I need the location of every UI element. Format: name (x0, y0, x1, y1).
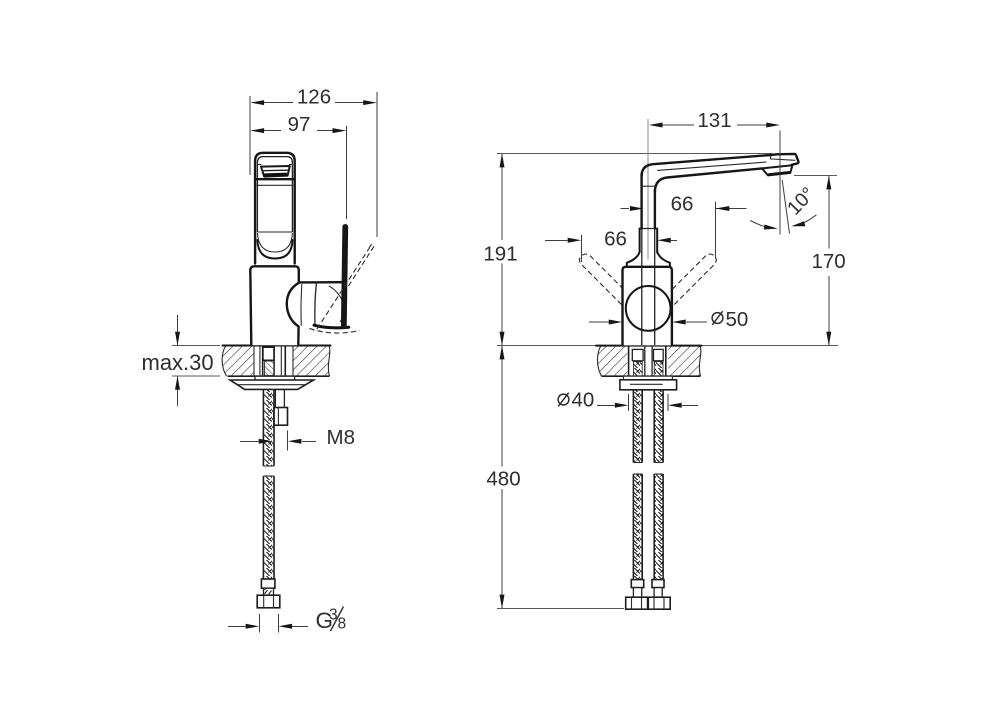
svg-text:50: 50 (726, 308, 749, 331)
svg-text:126: 126 (297, 86, 331, 109)
svg-text:97: 97 (288, 113, 311, 136)
svg-text:max.30: max.30 (142, 350, 214, 375)
svg-text:131: 131 (697, 109, 731, 132)
svg-text:191: 191 (483, 243, 517, 266)
svg-text:G: G (316, 608, 334, 633)
svg-text:170: 170 (811, 250, 845, 273)
svg-text:66: 66 (604, 228, 627, 251)
svg-text:M8: M8 (327, 426, 355, 449)
svg-text:40: 40 (572, 389, 595, 412)
svg-text:66: 66 (671, 193, 694, 216)
svg-text:480: 480 (486, 468, 520, 491)
svg-text:8: 8 (338, 616, 347, 633)
svg-text:3: 3 (329, 607, 338, 624)
